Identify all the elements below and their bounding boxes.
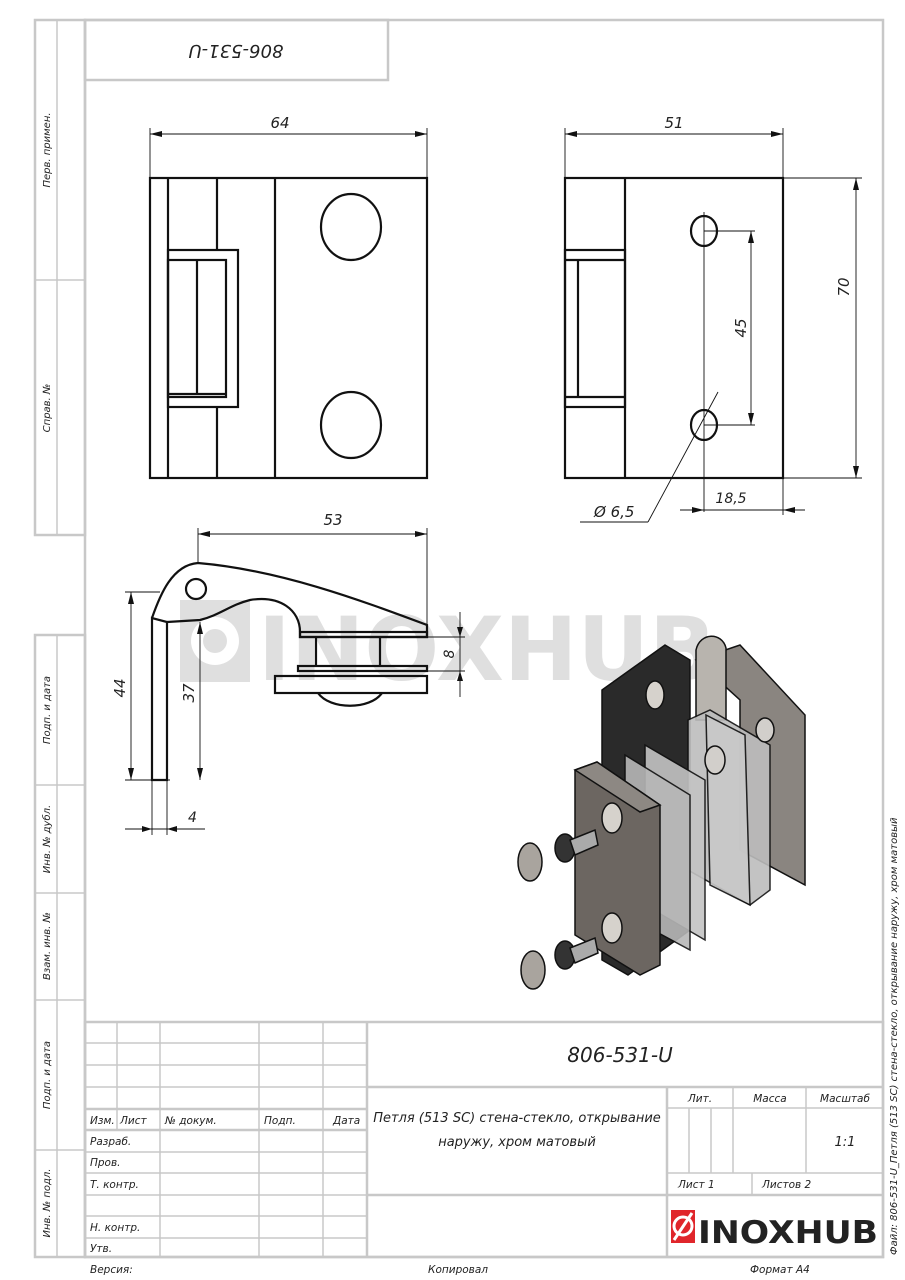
dim-profile-length: 53 — [323, 511, 342, 529]
role-tech-control: Т. контр. — [90, 1179, 139, 1191]
dim-height: 70 — [835, 277, 853, 296]
dim-thickness: 4 — [188, 810, 197, 826]
strip-label: Взам. инв. № — [42, 912, 53, 980]
dim-hole-offset: 18,5 — [715, 491, 746, 507]
header-date: Дата — [332, 1115, 360, 1127]
dim-hole-diameter: Ø 6,5 — [593, 503, 634, 521]
inoxhub-logo: INOXHUB — [671, 1210, 878, 1251]
header-list: Лист — [119, 1115, 147, 1127]
lit-label: Лит. — [687, 1093, 712, 1105]
mass-label: Масса — [753, 1093, 786, 1105]
side-view: 45 70 51 18,5 Ø 6,5 — [563, 114, 862, 523]
strip-label: Справ. № — [42, 384, 53, 433]
dim-profile-height: 44 — [111, 678, 129, 697]
strip-label: Подп. и дата — [42, 676, 53, 744]
isometric-view — [517, 635, 806, 990]
strip-label: Перв. примен. — [42, 112, 53, 187]
drawing-code: 806-531-U — [567, 1043, 673, 1067]
scale-label: Масштаб — [820, 1093, 870, 1105]
drawing-title-line1: Петля (513 SC) стена-стекло, открывание — [373, 1111, 661, 1126]
role-developer: Разраб. — [90, 1136, 131, 1148]
role-checker: Пров. — [90, 1157, 121, 1169]
footer-copied: Копировал — [428, 1264, 488, 1276]
dim-side-width: 51 — [664, 114, 683, 132]
header-izm: Изм. — [90, 1115, 115, 1127]
front-view: 64 — [148, 114, 429, 480]
dim-profile-inner: 37 — [180, 683, 198, 703]
role-norm-control: Н. контр. — [90, 1222, 140, 1234]
file-caption: Файл: 806-531-U_Петля (513 SC) стена-сте… — [889, 817, 900, 1255]
header-doc: № докум. — [164, 1115, 217, 1127]
strip-label: Инв. № дубл. — [41, 805, 53, 873]
drawing-code-rotated: 806-531-U — [189, 40, 284, 61]
sheet-number: Лист 1 — [677, 1179, 715, 1191]
drawing-title-line2: наружу, хром матовый — [438, 1135, 596, 1150]
title-block — [83, 1020, 885, 1259]
strip-label: Инв. № подл. — [42, 1169, 53, 1238]
sheet-count: Листов 2 — [761, 1179, 812, 1191]
role-approver: Утв. — [90, 1243, 112, 1255]
footer-format: Формат A4 — [750, 1264, 810, 1276]
logo-text: INOXHUB — [698, 1215, 878, 1251]
dim-hole-spacing: 45 — [732, 318, 750, 337]
header-sign: Подп. — [264, 1115, 296, 1127]
profile-view: 53 44 37 8 4 — [111, 511, 465, 835]
footer-version: Версия: — [90, 1264, 133, 1276]
strip-label: Подп. и дата — [42, 1041, 53, 1109]
dim-glass-gap: 8 — [442, 649, 458, 658]
dim-front-width: 64 — [270, 114, 289, 132]
scale-value: 1:1 — [835, 1135, 856, 1150]
